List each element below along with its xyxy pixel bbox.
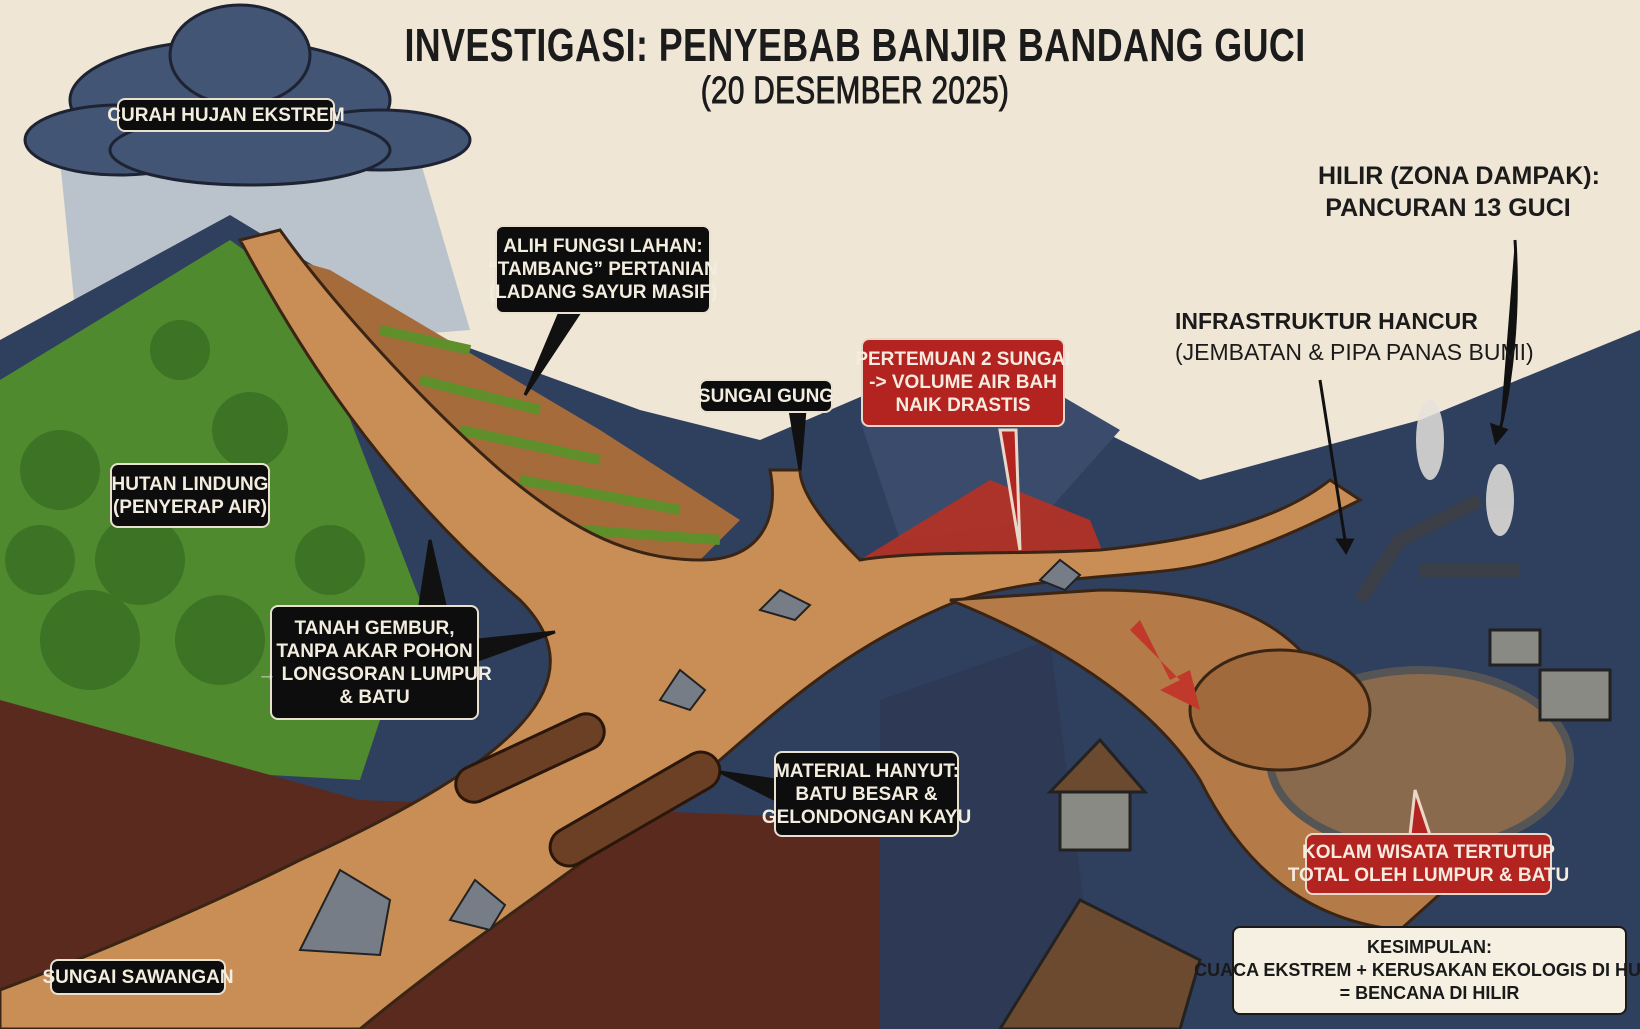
houses bbox=[998, 628, 1612, 1029]
label-text: -> VOLUME AIR BAH bbox=[869, 372, 1057, 393]
label-text: MATERIAL HANYUT: bbox=[773, 760, 960, 782]
label-sungai-gung: SUNGAI GUNG bbox=[697, 379, 835, 413]
flow-arrow-red bbox=[1130, 620, 1200, 710]
label-text: TANAH GEMBUR, bbox=[294, 617, 455, 639]
label-text: TOTAL OLEH LUMPUR & BATU bbox=[1287, 865, 1570, 886]
mud-river bbox=[0, 228, 1363, 1029]
label-text: TANPA AKAR POHON bbox=[276, 640, 473, 662]
steam bbox=[1416, 400, 1514, 536]
label-text: PERTEMUAN 2 SUNGAI bbox=[855, 349, 1071, 370]
label-material-hanyut: MATERIAL HANYUT: BATU BESAR & GELONDONGA… bbox=[762, 751, 971, 837]
conclusion-text: = BENCANA DI HILIR bbox=[1339, 983, 1520, 1003]
label-text: & BATU bbox=[339, 686, 410, 708]
logs bbox=[454, 712, 722, 868]
crop-rows bbox=[378, 325, 721, 545]
label-text: NAIK DRASTIS bbox=[895, 395, 1031, 416]
label-text: HUTAN LINDUNG bbox=[111, 473, 269, 495]
label-hutan-lindung: HUTAN LINDUNG (PENYERAP AIR) bbox=[110, 463, 270, 528]
trees bbox=[5, 320, 365, 690]
foreground-earth-right bbox=[880, 640, 1100, 1029]
label-text: SUNGAI SAWANGAN bbox=[42, 966, 234, 988]
geothermal-pipes bbox=[1354, 493, 1520, 604]
conclusion-text: CUACA EKSTREM + KERUSAKAN EKOLOGIS DI HU… bbox=[1194, 960, 1640, 980]
label-text: “TAMBANG” PERTANIAN bbox=[488, 259, 718, 280]
label-text: KOLAM WISATA TERTUTUP bbox=[1302, 842, 1555, 863]
label-text: GELONDONGAN KAYU bbox=[761, 806, 972, 828]
label-text: CURAH HUJAN EKSTREM bbox=[107, 104, 345, 126]
label-text: HILIR (ZONA DAMPAK): bbox=[1318, 162, 1600, 190]
label-text: ALIH FUNGSI LAHAN: bbox=[503, 236, 703, 257]
page-title: INVESTIGASI: PENYEBAB BANJIR BANDANG GUC… bbox=[404, 19, 1306, 71]
label-alih-fungsi: ALIH FUNGSI LAHAN: “TAMBANG” PERTANIAN (… bbox=[488, 225, 718, 314]
label-text: PANCURAN 13 GUCI bbox=[1325, 194, 1571, 222]
label-text: (PENYERAP AIR) bbox=[112, 496, 268, 518]
label-infrastruktur: INFRASTRUKTUR HANCUR (JEMBATAN & PIPA PA… bbox=[1175, 306, 1534, 368]
page-subtitle: (20 DESEMBER 2025) bbox=[700, 70, 1010, 113]
label-pertemuan-sungai: PERTEMUAN 2 SUNGAI -> VOLUME AIR BAH NAI… bbox=[855, 338, 1071, 427]
label-text: (LADANG SAYUR MASIF) bbox=[488, 282, 718, 303]
conclusion-heading: KESIMPULAN: bbox=[1367, 937, 1492, 957]
label-text: BATU BESAR & bbox=[795, 783, 938, 805]
label-text: (JEMBATAN & PIPA PANAS BUMI) bbox=[1175, 339, 1534, 365]
landslide-red-slope bbox=[860, 480, 1110, 570]
label-kolam-wisata: KOLAM WISATA TERTUTUP TOTAL OLEH LUMPUR … bbox=[1288, 833, 1569, 895]
label-tanah-gembur: TANAH GEMBUR, TANPA AKAR POHON → LONGSOR… bbox=[257, 605, 492, 720]
label-text: SUNGAI GUNG bbox=[697, 385, 835, 407]
label-sungai-sawangan: SUNGAI SAWANGAN bbox=[42, 959, 234, 995]
label-hilir: HILIR (ZONA DAMPAK): PANCURAN 13 GUCI bbox=[1318, 160, 1600, 224]
boulders bbox=[298, 558, 1082, 957]
label-text: → LONGSORAN LUMPUR bbox=[257, 663, 492, 685]
conclusion-box: KESIMPULAN: CUACA EKSTREM + KERUSAKAN EK… bbox=[1194, 926, 1640, 1015]
label-text: INFRASTRUKTUR HANCUR bbox=[1175, 308, 1478, 334]
label-curah-hujan: CURAH HUJAN EKSTREM bbox=[107, 98, 345, 132]
